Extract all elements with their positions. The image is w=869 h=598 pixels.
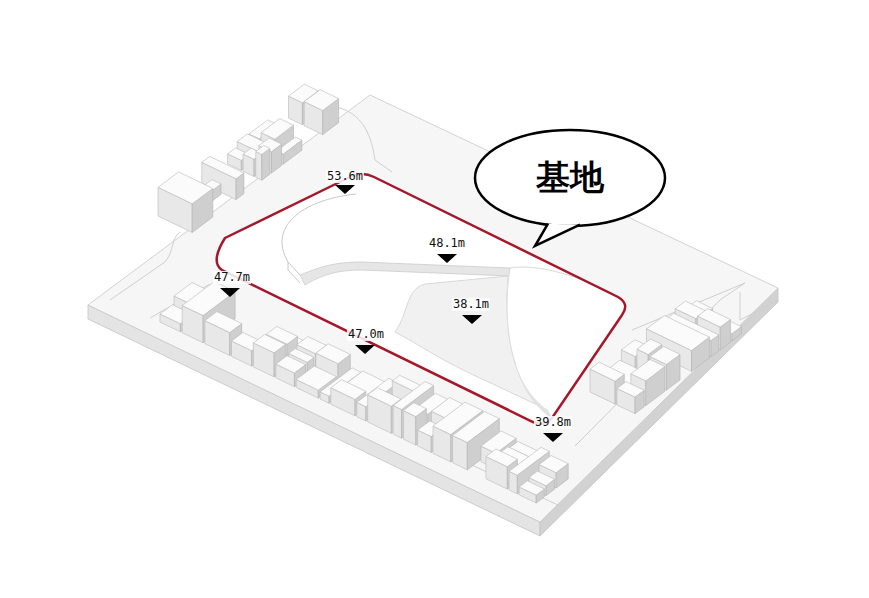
terrace-face	[506, 268, 552, 418]
elevation-label: 53.6m	[326, 170, 364, 183]
building-block	[256, 146, 270, 181]
building-roof	[590, 362, 624, 381]
elevation-marker	[355, 345, 375, 354]
elevation-marker	[220, 288, 240, 297]
building-roof	[403, 403, 426, 417]
building-roof	[253, 334, 285, 352]
terrace-edge	[288, 262, 300, 283]
building-roof	[486, 449, 518, 467]
road-edge	[740, 292, 778, 320]
building-roof	[158, 172, 213, 204]
building-roof	[205, 312, 242, 333]
building-roof	[519, 481, 544, 495]
building-roof	[617, 382, 644, 398]
building-roof	[202, 156, 244, 178]
road-edge	[720, 283, 745, 300]
building-blocks	[158, 84, 741, 503]
bubble-tail	[535, 224, 580, 246]
base-slab	[88, 95, 778, 536]
site-title: 基地	[536, 155, 604, 201]
building-roof	[182, 282, 235, 316]
building-block	[158, 172, 213, 233]
building-block	[304, 90, 338, 135]
building-face	[256, 152, 262, 181]
road-edge	[110, 232, 180, 300]
road-edge	[330, 106, 392, 172]
building-block	[617, 382, 644, 414]
elevation-marker	[335, 185, 355, 194]
elevation-markers	[220, 185, 563, 442]
elevation-marker	[543, 433, 563, 442]
building-roof	[698, 309, 731, 328]
elevation-label: 38.1m	[452, 298, 490, 311]
elevation-marker	[462, 315, 482, 324]
building-roof	[539, 456, 568, 473]
elevation-label: 39.8m	[534, 416, 572, 429]
building-roof	[316, 344, 350, 364]
elevation-marker	[437, 254, 457, 263]
building-roof	[631, 359, 665, 381]
building-roof	[276, 356, 306, 373]
building-roof	[261, 119, 293, 140]
elevation-label: 48.1m	[428, 237, 466, 250]
elevation-label: 47.7m	[213, 271, 251, 284]
building-face	[393, 406, 402, 439]
slab-top	[88, 95, 778, 522]
road-edges	[110, 106, 778, 506]
building-roof	[331, 380, 366, 400]
bubble-ellipse	[475, 130, 665, 226]
speech-bubble: 基地	[473, 128, 667, 228]
building-block	[519, 481, 544, 503]
building-roof	[256, 146, 270, 155]
building-roof	[304, 90, 338, 111]
elevation-label: 47.0m	[347, 328, 385, 341]
